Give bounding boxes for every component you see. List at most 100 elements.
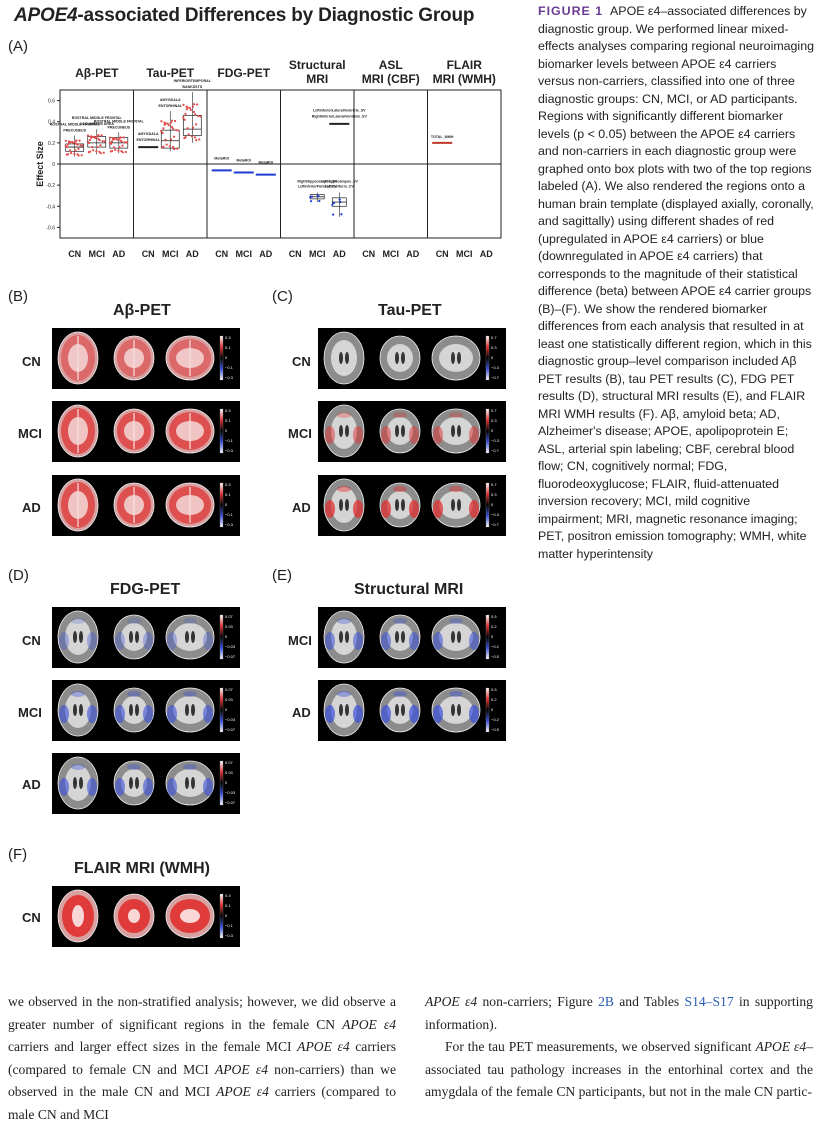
ventricle-right xyxy=(135,631,139,643)
data-point xyxy=(164,122,167,125)
data-point xyxy=(167,124,170,127)
data-point xyxy=(190,135,194,138)
data-point xyxy=(69,140,72,144)
activation-top xyxy=(127,764,141,770)
colorbar-tick-label: 0.7 xyxy=(491,408,497,413)
row-label-d-cn: CN xyxy=(22,633,41,648)
activation-left xyxy=(59,778,69,796)
box xyxy=(160,129,180,149)
ventricle-left xyxy=(129,704,133,716)
data-point xyxy=(169,138,173,141)
colorbar-tick-label: 0.03 xyxy=(225,624,234,629)
y-tick-label: 0 xyxy=(52,162,55,168)
data-point xyxy=(113,146,116,149)
ventricle-left xyxy=(395,499,399,511)
brain-strip-f-cn: 0.30.10−0.1−0.3 xyxy=(52,886,240,947)
activation-left xyxy=(433,426,443,444)
data-point xyxy=(110,140,114,143)
supp-tables-link[interactable]: S14–S17 xyxy=(684,994,734,1009)
activation-right xyxy=(353,500,363,518)
colorbar xyxy=(485,482,490,528)
data-point xyxy=(77,147,80,151)
colorbar-tick-label: 0 xyxy=(225,355,228,360)
region-label: RightHippocampus_SV xyxy=(297,180,337,184)
figure-2b-link[interactable]: 2B xyxy=(598,994,614,1009)
data-point xyxy=(182,116,185,119)
axial-slice xyxy=(57,404,99,458)
activation-top xyxy=(337,691,351,697)
colorbar-tick-label: 0 xyxy=(225,634,228,639)
data-point xyxy=(98,139,101,142)
data-point xyxy=(191,105,194,109)
row-label-b-ad: AD xyxy=(22,500,41,515)
data-point xyxy=(171,145,175,149)
white-matter xyxy=(439,696,473,724)
colorbar-tick-label: −0.7 xyxy=(491,448,500,453)
data-point xyxy=(170,119,174,122)
data-point xyxy=(70,151,73,155)
ventricle-left xyxy=(339,425,343,437)
ventricle-right xyxy=(345,631,349,643)
data-point xyxy=(189,108,192,111)
white-matter xyxy=(439,491,473,519)
white-matter xyxy=(387,417,413,445)
data-point xyxy=(168,144,171,148)
ventricle-right xyxy=(79,704,83,716)
activation-right xyxy=(353,705,363,723)
caption-label: FIGURE 1 xyxy=(538,4,604,18)
data-point xyxy=(114,148,117,152)
activation-top xyxy=(449,412,463,418)
colorbar-tick-label: −0.07 xyxy=(225,654,236,659)
activation-left xyxy=(167,778,177,796)
region-label: PRECUNEUS xyxy=(63,128,86,132)
coronal-slice xyxy=(113,482,155,528)
colorbar xyxy=(219,614,224,660)
ventricle-left xyxy=(339,352,343,364)
ventricle-left xyxy=(185,777,189,789)
panel-label-f: (F) xyxy=(8,846,28,863)
colorbar-tick-label: −0.7 xyxy=(491,375,500,380)
colorbar-tick-label: −0.5 xyxy=(491,727,500,732)
data-point xyxy=(66,143,69,146)
activation-left xyxy=(433,632,443,650)
activation-top xyxy=(71,618,85,624)
ventricle-right xyxy=(191,631,195,643)
sagittal-slice xyxy=(431,335,481,381)
colorbar-tick-label: 0.07 xyxy=(225,614,234,619)
panel-title-line2: MRI (WMH) xyxy=(433,72,496,86)
white-matter xyxy=(121,623,147,651)
group-label: AD xyxy=(112,249,125,259)
coronal-slice xyxy=(379,408,421,454)
white-matter xyxy=(65,765,91,801)
ventricle-left xyxy=(395,425,399,437)
activation-right xyxy=(353,632,363,650)
coronal-slice xyxy=(379,482,421,528)
ventricle-right xyxy=(457,352,461,364)
data-point xyxy=(339,200,342,204)
data-point xyxy=(97,134,100,137)
sagittal-slice xyxy=(165,335,215,381)
ventricle-right xyxy=(457,704,461,716)
colorbar-tick-label: 0 xyxy=(491,707,494,712)
data-point xyxy=(160,120,163,123)
data-point xyxy=(111,149,114,153)
colorbar-tick-label: −0.03 xyxy=(225,717,236,722)
axial-slice xyxy=(57,756,99,810)
activation-left xyxy=(325,632,335,650)
activation-top xyxy=(183,691,197,697)
colorbar-tick-label: −0.7 xyxy=(491,522,500,527)
ventricle-right xyxy=(457,631,461,643)
ventricle-left xyxy=(339,499,343,511)
data-point xyxy=(99,144,102,147)
data-point xyxy=(172,135,176,138)
colorbar-tick-label: 0.3 xyxy=(491,345,497,350)
colorbar xyxy=(485,614,490,660)
sagittal-slice xyxy=(431,614,481,660)
data-point xyxy=(75,139,78,142)
activation-left xyxy=(325,705,335,723)
colorbar-tick-label: 0 xyxy=(491,355,494,360)
colorbar-tick-label: −0.3 xyxy=(491,365,500,370)
colorbar xyxy=(485,687,490,733)
data-point xyxy=(164,138,167,141)
row-label-d-mci: MCI xyxy=(18,705,42,720)
